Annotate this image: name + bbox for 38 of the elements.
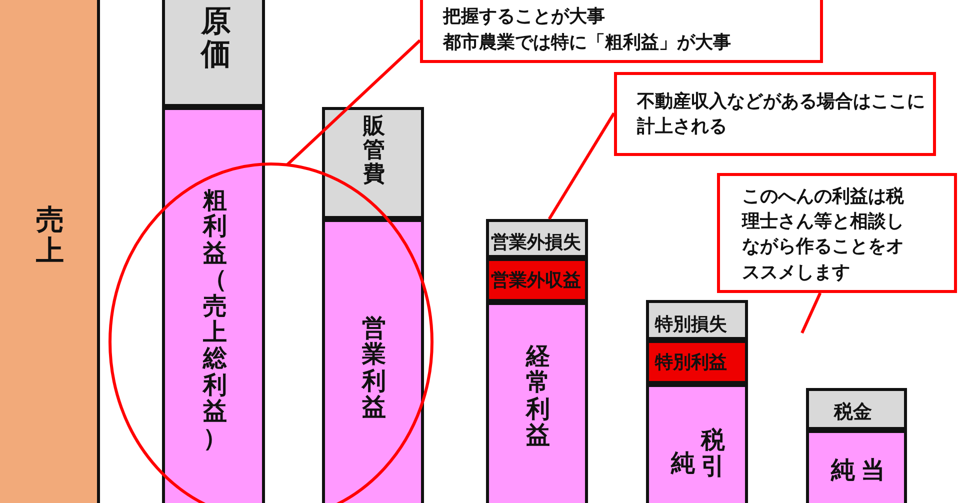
bar-label: 税引: [701, 427, 725, 480]
bar-label: 特別損失: [655, 313, 727, 336]
bar-label: 営業利益: [362, 315, 386, 421]
bar-label: 税金: [834, 400, 872, 425]
bar-segment: [646, 340, 748, 384]
bar-label: 営業外収益: [491, 269, 581, 292]
leader-line: [286, 39, 422, 166]
bar-segment: [0, 0, 100, 503]
bar-label: 純: [831, 457, 855, 484]
bar-label: 経常利益: [526, 343, 550, 449]
callout-text: 都市農業では特に「粗利益」が大事: [443, 31, 732, 55]
bar-label: 営業外損失: [491, 231, 581, 254]
callout-text: 不動産収入などがある場合はここに計上される: [637, 90, 926, 140]
bar-segment: [806, 430, 907, 503]
bar-segment: [646, 384, 748, 503]
bar-label: 原価: [201, 5, 231, 71]
callout-box: [717, 173, 957, 293]
bar-segment: [646, 300, 748, 340]
bar-label: 特別利益: [655, 351, 727, 374]
bar-segment: [486, 302, 588, 503]
bar-segment: [322, 107, 424, 219]
callout-text: このへんの利益は税理士さん等と相談しながら作ることをオススメします: [742, 185, 905, 285]
bar-label: 売上: [36, 205, 64, 267]
bar-segment: [322, 219, 424, 503]
bar-segment: [806, 388, 907, 430]
bar-label: 粗利益（売上総利益）: [203, 187, 227, 451]
bar-label: 当: [861, 457, 885, 484]
bar-label: 販管費: [363, 115, 385, 188]
bar-segment: [486, 219, 588, 258]
callout-text: 把握することが大事: [443, 5, 606, 29]
leader-line: [800, 292, 822, 334]
leader-line: [548, 112, 616, 220]
bar-segment: [162, 107, 265, 503]
bar-label: 純: [671, 450, 695, 476]
callout-box: [420, 0, 823, 63]
callout-box: [614, 72, 936, 156]
bar-segment: [486, 258, 588, 302]
bar-segment: [162, 0, 265, 107]
